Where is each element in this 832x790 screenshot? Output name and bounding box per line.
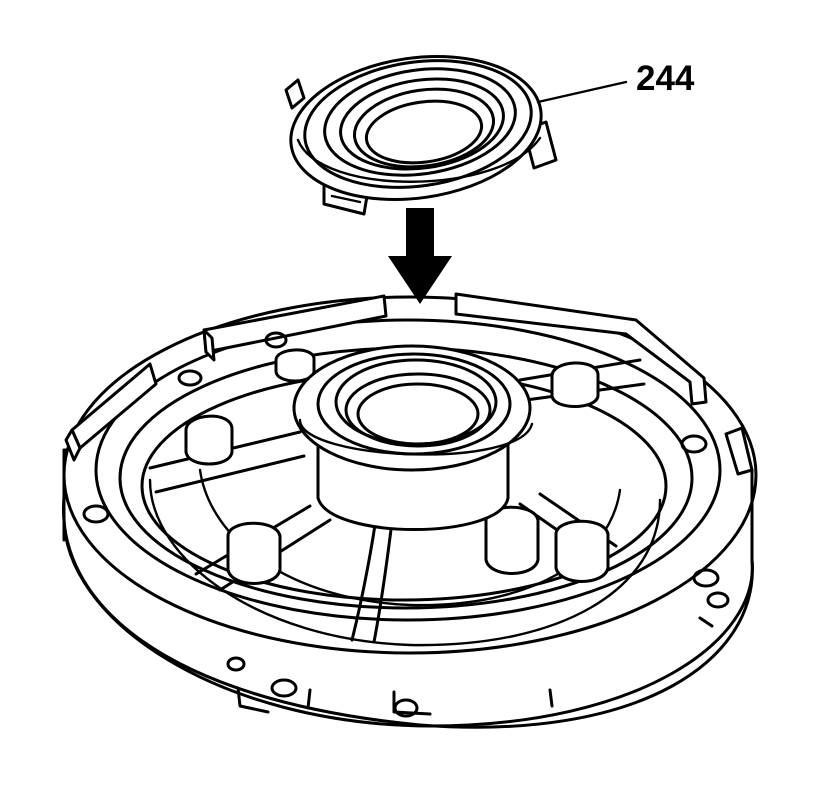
callout-label: 244 [636,59,695,98]
callout-244: 244 [536,59,695,104]
leader-line [536,80,628,104]
seal-part [284,54,558,216]
pump-cover-housing [61,292,758,729]
ring-tabs [64,292,754,476]
bosses [184,348,610,585]
bolt-holes [82,331,730,718]
install-arrow-icon [388,208,452,304]
center-hub [292,344,534,531]
